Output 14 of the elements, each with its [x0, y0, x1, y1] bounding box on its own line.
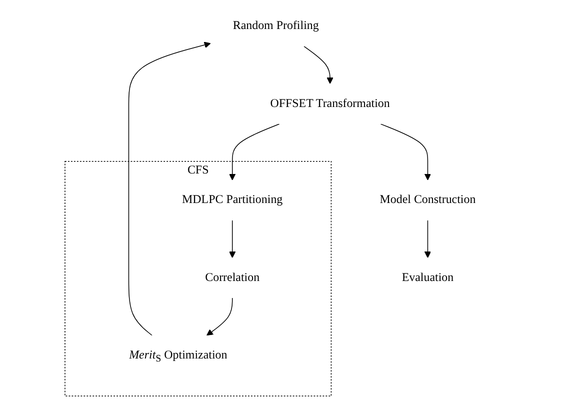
arrow [229, 220, 236, 258]
node-text: Correlation [205, 271, 260, 284]
arrow [229, 124, 280, 180]
node-text: Model Construction [380, 193, 476, 206]
node-text: Evaluation [402, 271, 454, 284]
node-text: MDLPC Partitioning [182, 193, 283, 206]
node-text: OFFSET Transformation [270, 97, 390, 110]
arrow [304, 46, 334, 84]
arrow [206, 298, 233, 336]
arrow [128, 42, 211, 336]
node-text: Random Profiling [232, 19, 319, 32]
arrow [424, 220, 431, 258]
node-text: Merit$_{S}$ Optimization [129, 348, 228, 364]
arrow [380, 124, 431, 180]
